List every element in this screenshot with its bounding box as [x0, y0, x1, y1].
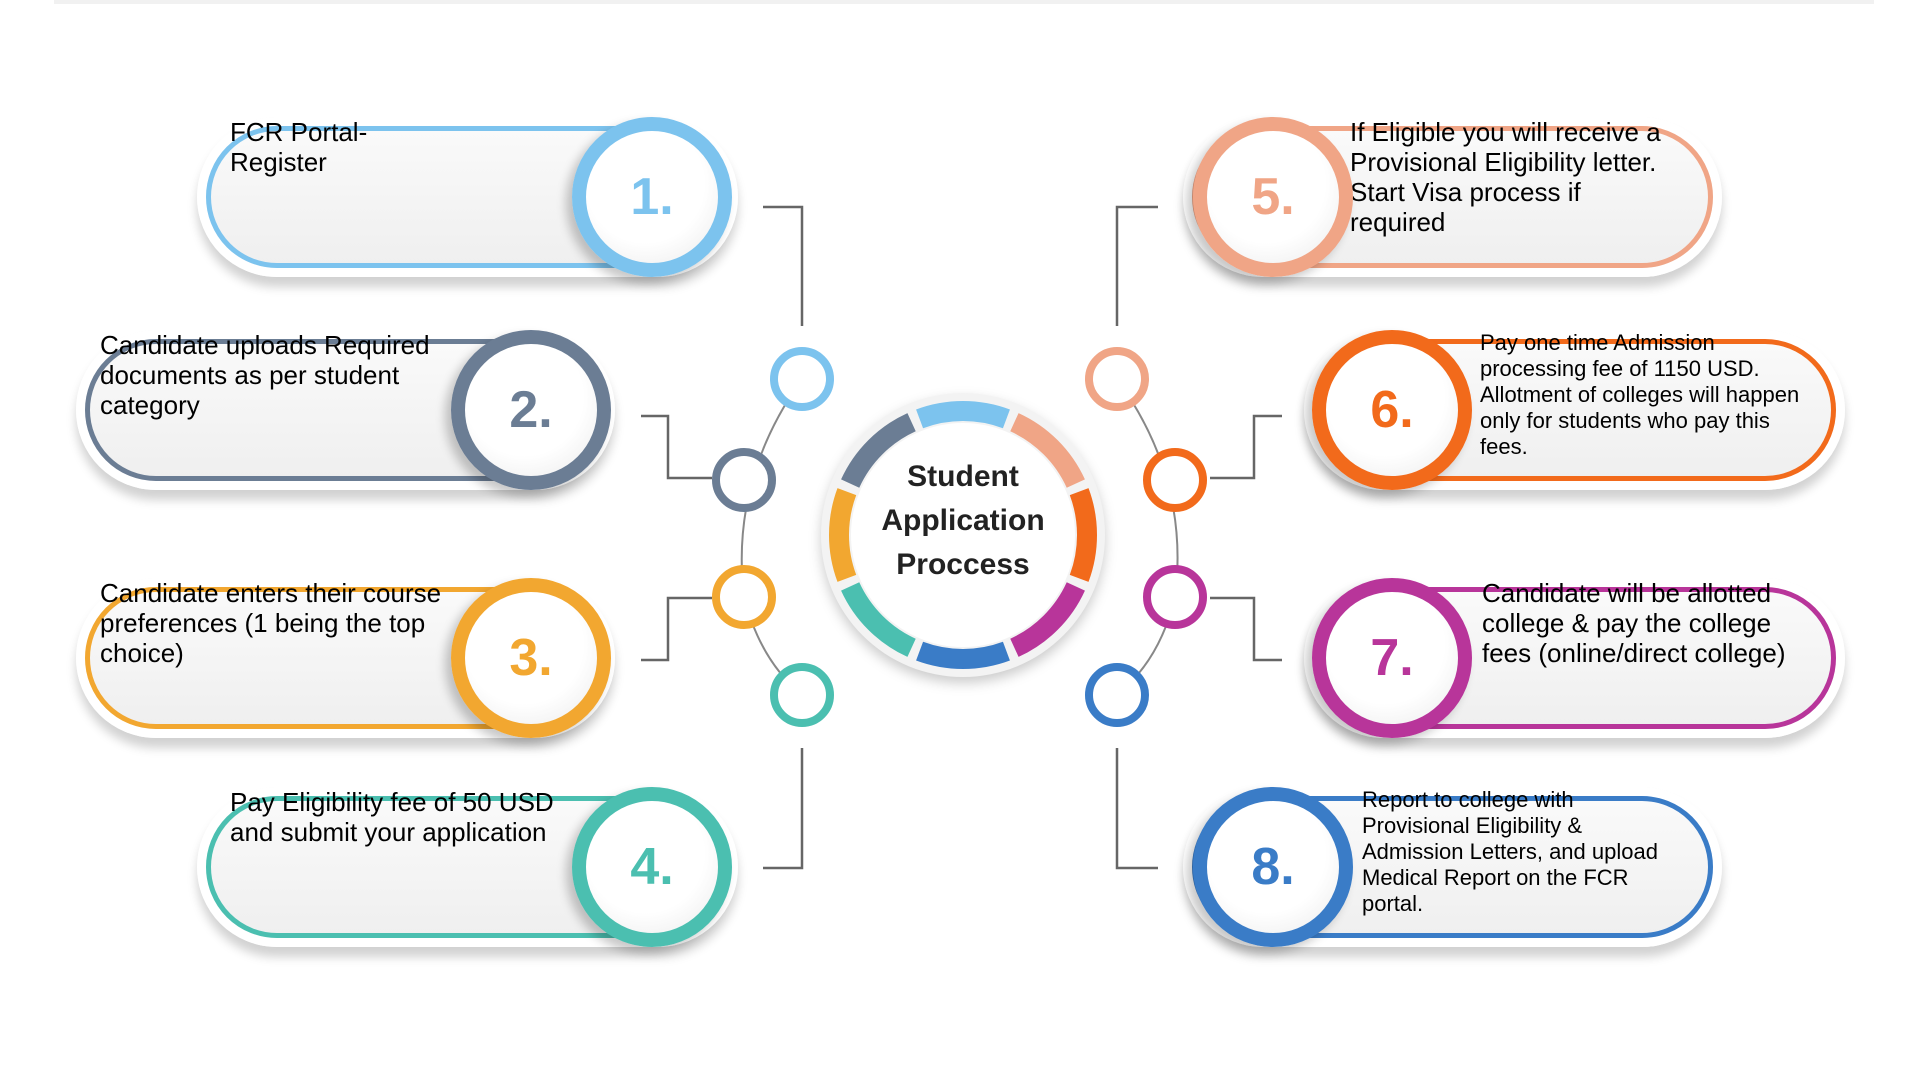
step-5-number-badge: 5.	[1193, 117, 1353, 277]
connector-8	[1115, 748, 1158, 870]
step-3-number-badge: 3.	[451, 578, 611, 738]
connector-4	[763, 748, 804, 870]
center-ring-segment-3	[829, 488, 857, 582]
step-6-number-badge: 6.	[1312, 330, 1472, 490]
arc-right	[1116, 378, 1179, 696]
center-ring-segment-8	[916, 641, 1010, 669]
step-7-node	[1143, 565, 1207, 629]
step-5-text: If Eligible you will receive a Provision…	[1350, 117, 1661, 237]
connector-7	[1210, 596, 1282, 662]
connector-6	[1210, 414, 1282, 480]
center-ring-segment-2	[841, 413, 916, 488]
center-ring-segment-7	[1010, 582, 1085, 657]
step-3-node	[712, 565, 776, 629]
center-ring-segment-6	[1069, 488, 1097, 582]
center-title: Student Application Proccess	[863, 455, 1063, 587]
step-8-text: Report to college with Provisional Eligi…	[1362, 787, 1658, 916]
step-6-text: Pay one time Admission processing fee of…	[1480, 330, 1800, 459]
step-1-node	[770, 347, 834, 411]
center-ring-segment-1	[916, 401, 1010, 429]
connector-1	[763, 205, 804, 326]
step-4-number-badge: 4.	[572, 787, 732, 947]
step-8-node	[1085, 663, 1149, 727]
step-1-number-badge: 1.	[572, 117, 732, 277]
top-border	[54, 0, 1874, 4]
center-title-line1: Student	[907, 460, 1019, 493]
connector-3	[641, 596, 712, 662]
step-4-text: Pay Eligibility fee of 50 USD and submit…	[230, 787, 554, 847]
step-5-node	[1085, 347, 1149, 411]
center-title-line3: Proccess	[896, 548, 1030, 581]
connector-5	[1115, 205, 1158, 326]
center-title-line2: Application	[881, 504, 1045, 537]
center-hub-inner	[851, 423, 1075, 647]
step-7-text: Candidate will be allotted college & pay…	[1482, 578, 1786, 668]
step-1-text: FCR Portal- Register	[230, 117, 368, 177]
arc-left	[740, 378, 803, 696]
step-4-node	[770, 663, 834, 727]
connector-2	[641, 414, 712, 480]
step-6-node	[1143, 448, 1207, 512]
step-8-number-badge: 8.	[1193, 787, 1353, 947]
step-2-text: Candidate uploads Required documents as …	[100, 330, 430, 420]
center-ring-segment-5	[1010, 413, 1085, 488]
step-2-number-badge: 2.	[451, 330, 611, 490]
step-7-number-badge: 7.	[1312, 578, 1472, 738]
step-2-node	[712, 448, 776, 512]
center-ring-segment-4	[841, 582, 916, 657]
step-3-text: Candidate enters their course preference…	[100, 578, 442, 668]
